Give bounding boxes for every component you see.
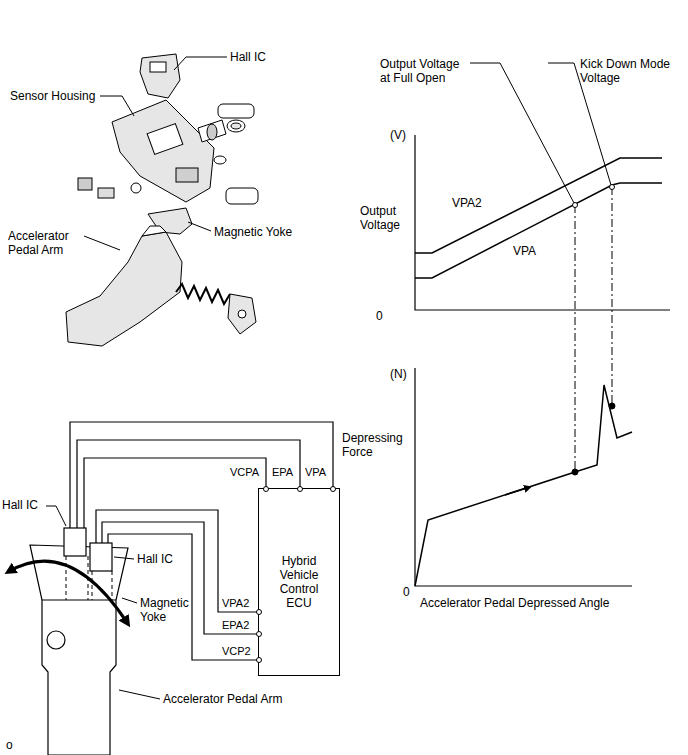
axis-unit: (N) xyxy=(390,367,407,381)
part-name: Hall IC xyxy=(230,50,266,64)
callout-text: Output Voltage at Full Open xyxy=(380,57,468,85)
box-text: Hybrid Vehicle Control ECU xyxy=(268,554,330,610)
pin-name: VPA2 xyxy=(222,597,249,610)
voltage-chart xyxy=(415,63,670,472)
part-name: Hall IC xyxy=(137,552,173,566)
part-name: Accelerator Pedal Arm xyxy=(8,229,88,257)
part-name: Magnetic Yoke xyxy=(140,596,200,624)
part-name: Hall IC xyxy=(2,498,38,512)
axis-origin: 0 xyxy=(376,309,383,323)
pin-name: VCP2 xyxy=(222,645,251,658)
part-name: Magnetic Yoke xyxy=(214,225,292,239)
part-name: Sensor Housing xyxy=(10,89,95,103)
axis-title: Accelerator Pedal Depressed Angle xyxy=(420,596,609,610)
force-chart xyxy=(415,368,632,586)
series-label: VPA2 xyxy=(452,196,482,210)
pin-name: EPA xyxy=(272,466,293,479)
page-mark: o xyxy=(6,738,13,752)
axis-title: Depressing Force xyxy=(342,431,412,459)
part-name: Accelerator Pedal Arm xyxy=(163,692,282,706)
ecu-box: Hybrid Vehicle Control ECU xyxy=(258,488,340,676)
leader-line xyxy=(84,57,227,250)
axis-title: Output Voltage xyxy=(360,204,410,232)
series-label: VPA xyxy=(513,244,536,258)
pin-name: VCPA xyxy=(230,466,259,479)
pin-name: EPA2 xyxy=(222,619,249,632)
callout-text: Kick Down Mode Voltage xyxy=(580,57,680,85)
axis-unit: (V) xyxy=(390,128,406,142)
wire xyxy=(70,422,333,660)
terminal xyxy=(257,487,336,663)
pedal-schematic xyxy=(8,528,128,755)
pin-name: VPA xyxy=(305,466,326,479)
axis-origin: 0 xyxy=(403,585,410,599)
